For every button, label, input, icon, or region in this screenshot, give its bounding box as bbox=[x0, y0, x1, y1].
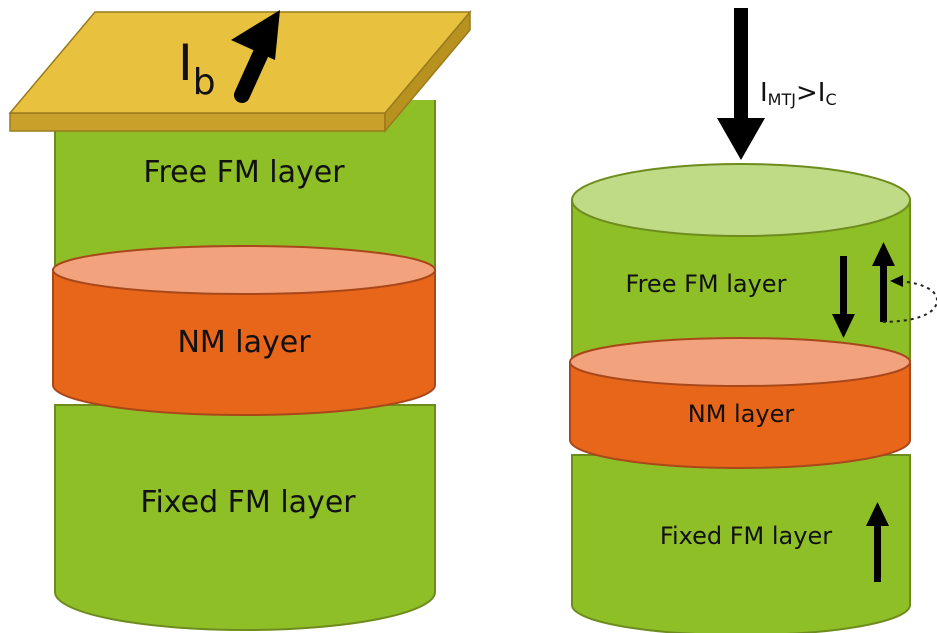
right-nm-layer bbox=[569, 361, 911, 469]
left-mtj-stack: Ib Free FM layer NM layer Fixed FM layer bbox=[8, 9, 472, 631]
fixed-layer-up-arrow bbox=[866, 502, 889, 582]
bias-current-label: Ib bbox=[178, 34, 216, 103]
right-fixed-fm-layer bbox=[571, 454, 911, 633]
right-nm-layer-top bbox=[569, 337, 911, 387]
right-top-face bbox=[571, 163, 911, 237]
bias-current-arrow bbox=[231, 10, 280, 103]
left-nm-layer-label: NM layer bbox=[177, 325, 311, 360]
left-nm-layer bbox=[52, 269, 436, 416]
right-fixed-layer-label: Fixed FM layer bbox=[660, 522, 832, 550]
left-fixed-fm-layer bbox=[54, 404, 436, 631]
right-nm-layer-label: NM layer bbox=[688, 400, 795, 428]
right-mtj-stack: IMTJ>IC Free FM layer NM layer Fixed FM … bbox=[569, 8, 937, 633]
free-layer-up-arrow bbox=[872, 242, 895, 322]
left-free-layer-label: Free FM layer bbox=[143, 155, 345, 190]
left-fixed-layer-label: Fixed FM layer bbox=[140, 485, 356, 520]
mtj-current-label: IMTJ>IC bbox=[760, 78, 837, 109]
right-free-layer-label: Free FM layer bbox=[626, 270, 787, 298]
mtj-current-arrow bbox=[717, 8, 765, 160]
free-layer-down-arrow bbox=[832, 256, 855, 338]
left-nm-layer-top bbox=[52, 245, 436, 295]
bias-line-plate bbox=[8, 9, 472, 134]
